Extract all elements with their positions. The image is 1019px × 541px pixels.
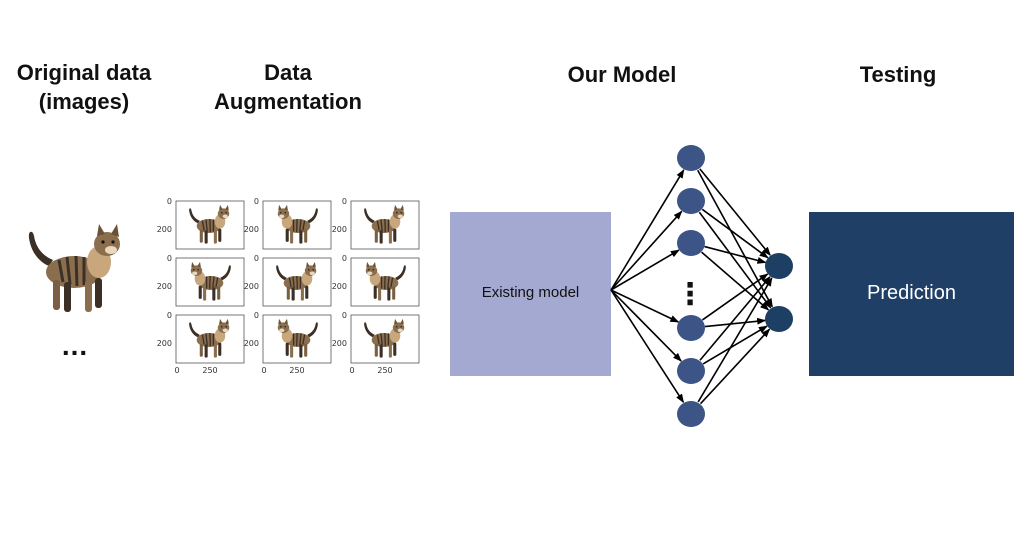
hidden-node: [677, 230, 705, 256]
x-tick-label: 0: [261, 366, 266, 375]
augmented-image-panel: 0 200: [332, 197, 420, 250]
heading-original-line2: (images): [38, 89, 130, 114]
hidden-edge-arrow: [699, 168, 771, 256]
heading-our-model: Our Model: [567, 62, 677, 87]
y-tick-label: 0: [254, 311, 259, 320]
hidden-edge-arrow: [697, 169, 773, 308]
y-tick-label: 0: [342, 254, 347, 263]
heading-testing: Testing: [859, 62, 937, 87]
y-tick-label: 0: [342, 311, 347, 320]
heading-augmentation-line1: Data: [264, 60, 312, 85]
x-tick-label: 0: [349, 366, 354, 375]
augmented-image-panel: 0 200: [332, 254, 420, 307]
input-edge-arrow: [610, 249, 680, 291]
hidden-node: [677, 188, 705, 214]
hidden-edge-arrow: [701, 251, 770, 311]
hidden-edge-arrow: [698, 211, 772, 309]
prediction-label: Prediction: [867, 282, 956, 304]
prediction-box: [809, 212, 1014, 376]
output-node: [765, 306, 793, 332]
input-edge-arrow: [610, 210, 683, 291]
augmented-image-panel: 0 200: [157, 254, 245, 307]
y-tick-label: 200: [244, 282, 259, 291]
y-tick-label: 200: [157, 282, 172, 291]
augmented-image-panel: 0 200: [244, 254, 332, 307]
y-tick-label: 0: [254, 254, 259, 263]
y-tick-label: 200: [157, 225, 172, 234]
x-tick-label: 250: [202, 366, 217, 375]
y-tick-label: 0: [167, 254, 172, 263]
hidden-edge-arrow: [699, 275, 771, 361]
y-tick-label: 0: [167, 311, 172, 320]
x-tick-label: 0: [174, 366, 179, 375]
network-edges: [610, 168, 773, 405]
original-data-ellipsis: ...: [61, 330, 89, 361]
hidden-edge-arrow: [701, 273, 769, 321]
output-node: [765, 253, 793, 279]
input-edge-arrow: [610, 289, 685, 404]
hidden-node: [677, 315, 705, 341]
heading-original-line1: Original data: [16, 60, 152, 85]
y-tick-label: 200: [157, 339, 172, 348]
heading-original-data: Original data (images): [0, 58, 168, 116]
y-tick-label: 0: [342, 197, 347, 206]
hidden-edge-arrow: [701, 208, 769, 259]
y-tick-label: 0: [167, 197, 172, 206]
hidden-layer-ellipsis: ⋮: [675, 277, 705, 312]
y-tick-label: 200: [244, 339, 259, 348]
augmented-image-panel: 0 200 0 250: [244, 311, 332, 375]
augmentation-grid: 0 200 0 200 0 200 0 200 0 200 0 200 0 200 0 250 0 200 0 250…: [157, 197, 420, 375]
hidden-node: [677, 145, 705, 171]
y-tick-label: 200: [244, 225, 259, 234]
hidden-node: [677, 358, 705, 384]
input-edge-arrow: [610, 289, 680, 323]
augmented-image-panel: 0 200 0 250: [157, 311, 245, 375]
y-tick-label: 200: [332, 339, 347, 348]
augmented-image-panel: 0 200 0 250: [332, 311, 420, 375]
y-tick-label: 200: [332, 282, 347, 291]
x-tick-label: 250: [377, 366, 392, 375]
input-edge-arrow: [610, 289, 682, 362]
existing-model-box: [450, 212, 611, 376]
hidden-edge-arrow: [699, 328, 771, 405]
y-tick-label: 0: [254, 197, 259, 206]
heading-augmentation-line2: Augmentation: [214, 89, 362, 114]
network-nodes: [677, 145, 793, 427]
augmented-image-panel: 0 200: [157, 197, 245, 250]
hidden-edge-arrow: [704, 245, 767, 264]
x-tick-label: 250: [289, 366, 304, 375]
hidden-edge-arrow: [697, 277, 773, 403]
hidden-edge-arrow: [702, 325, 768, 365]
hidden-edge-arrow: [704, 317, 767, 328]
existing-model-label: Existing model: [481, 284, 580, 301]
augmented-image-panel: 0 200: [244, 197, 332, 250]
heading-data-augmentation: Data Augmentation: [200, 58, 376, 116]
hidden-node: [677, 401, 705, 427]
original-cat-image: [27, 222, 122, 314]
y-tick-label: 200: [332, 225, 347, 234]
input-edge-arrow: [610, 169, 685, 291]
